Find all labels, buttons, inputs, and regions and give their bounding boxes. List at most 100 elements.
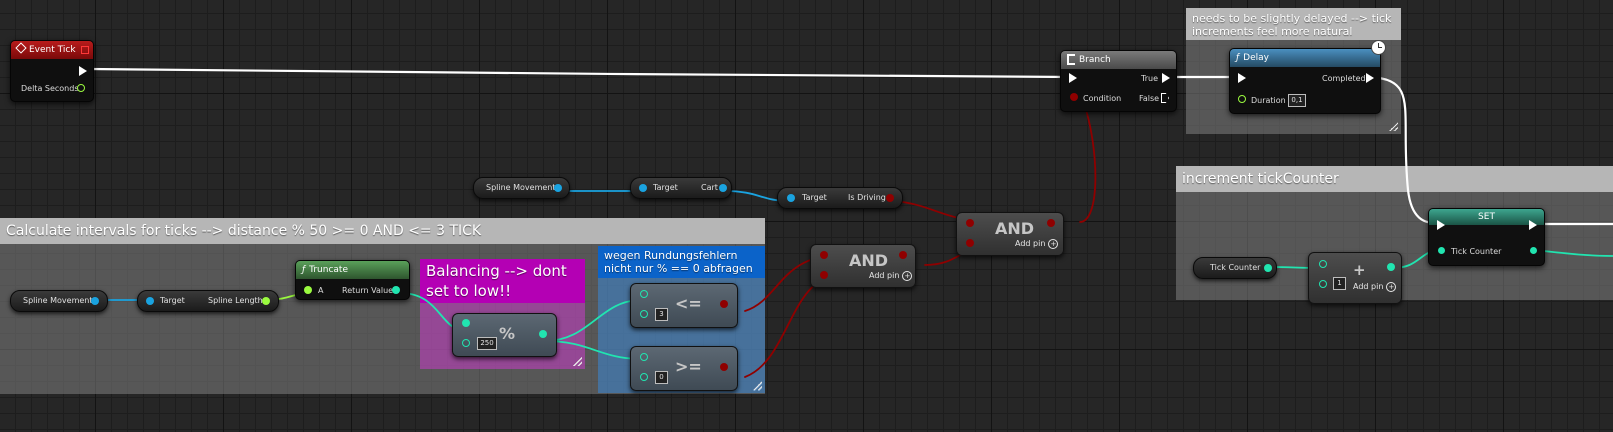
- resize-grip-icon[interactable]: [1389, 122, 1398, 131]
- bool-wire: [1079, 99, 1097, 223]
- false-exec-pin[interactable]: [1161, 93, 1169, 103]
- modulo-node[interactable]: 250 %: [452, 313, 557, 357]
- node-title: SET: [1478, 212, 1495, 222]
- variable-label: Spline Movement: [23, 296, 93, 305]
- and-node[interactable]: AND Add pin+: [810, 244, 916, 288]
- completed-exec-pin[interactable]: [1366, 73, 1374, 83]
- b-value-field[interactable]: 1: [1333, 277, 1346, 290]
- node-title: Truncate: [309, 265, 348, 275]
- b-value-field[interactable]: 250: [477, 337, 497, 350]
- b-pin[interactable]: [966, 239, 974, 247]
- return-value-pin[interactable]: [392, 286, 400, 294]
- event-tick-node[interactable]: Event Tick Delta Seconds: [10, 40, 94, 102]
- b-value-field[interactable]: 0: [655, 371, 668, 384]
- add-pin-label: Add pin: [1015, 239, 1046, 248]
- comment-title: needs to be slightly delayed --> tick in…: [1186, 8, 1401, 40]
- true-exec-pin[interactable]: [1162, 73, 1170, 83]
- target-label: Target: [802, 193, 827, 202]
- exec-in-pin[interactable]: [1238, 73, 1246, 83]
- op-symbol: <=: [675, 294, 702, 313]
- and-node[interactable]: AND Add pin+: [956, 212, 1064, 256]
- target-pin[interactable]: [639, 184, 647, 192]
- b-pin[interactable]: [640, 373, 648, 381]
- a-pin[interactable]: [640, 290, 648, 298]
- node-header: SET: [1429, 209, 1544, 225]
- tick-counter-variable[interactable]: Tick Counter: [1193, 257, 1277, 279]
- add-node[interactable]: 1 + Add pin+: [1308, 252, 1402, 304]
- b-value-field[interactable]: 3: [655, 308, 668, 321]
- plus-circle-icon: +: [1386, 282, 1397, 292]
- is-driving-node[interactable]: Target Is Driving: [777, 187, 903, 209]
- false-label: False: [1139, 94, 1160, 103]
- cart-label: Cart: [701, 183, 718, 192]
- result-out-pin[interactable]: [899, 251, 907, 259]
- op-symbol: %: [499, 324, 516, 343]
- target-pin[interactable]: [787, 194, 795, 202]
- node-title: Branch: [1079, 55, 1111, 65]
- result-out-pin[interactable]: [720, 363, 728, 371]
- exec-out-pin[interactable]: [1529, 220, 1537, 230]
- get-cart-node[interactable]: Target Cart: [630, 177, 732, 199]
- add-pin-button[interactable]: Add pin+: [869, 271, 913, 281]
- exec-in-pin[interactable]: [1437, 220, 1445, 230]
- a-pin[interactable]: [966, 219, 974, 227]
- target-label: Target: [653, 183, 678, 192]
- greater-equal-node[interactable]: 0 >=: [630, 346, 738, 391]
- spline-movement-variable[interactable]: Spline Movement: [10, 290, 108, 312]
- spline-length-label: Spline Length: [208, 296, 263, 305]
- branch-node[interactable]: Branch True Condition False: [1060, 50, 1177, 112]
- condition-pin[interactable]: [1070, 93, 1078, 101]
- a-pin[interactable]: [304, 286, 312, 294]
- function-icon: ƒ: [302, 265, 306, 275]
- spline-movement-variable[interactable]: Spline Movement: [473, 177, 570, 199]
- add-pin-button[interactable]: Add pin+: [1015, 239, 1059, 249]
- delta-seconds-pin[interactable]: [77, 84, 85, 92]
- spline-movement-out-pin[interactable]: [91, 297, 99, 305]
- less-equal-node[interactable]: 3 <=: [630, 283, 738, 328]
- is-driving-out-pin[interactable]: [886, 194, 894, 202]
- add-pin-label: Add pin: [869, 271, 900, 280]
- a-pin[interactable]: [462, 319, 470, 327]
- b-pin[interactable]: [640, 310, 648, 318]
- exec-out-pin[interactable]: [79, 66, 87, 76]
- comment-title: Calculate intervals for ticks --> distan…: [0, 218, 765, 244]
- add-pin-button[interactable]: Add pin+: [1353, 282, 1397, 292]
- a-pin[interactable]: [1319, 260, 1327, 268]
- plus-circle-icon: +: [902, 271, 913, 281]
- node-title: Delay: [1243, 53, 1269, 63]
- result-out-pin[interactable]: [1387, 263, 1395, 271]
- op-symbol: +: [1353, 261, 1366, 279]
- tick-counter-in-pin[interactable]: [1438, 247, 1445, 254]
- branch-icon: [1067, 54, 1075, 65]
- result-out-pin[interactable]: [539, 330, 547, 338]
- b-pin[interactable]: [1319, 280, 1327, 288]
- cart-out-pin[interactable]: [719, 184, 727, 192]
- op-title: AND: [995, 219, 1035, 238]
- tick-counter-out-pin[interactable]: [1264, 264, 1272, 272]
- resize-grip-icon[interactable]: [753, 381, 762, 390]
- tick-counter-out-pin[interactable]: [1530, 247, 1537, 254]
- result-out-pin[interactable]: [1047, 219, 1055, 227]
- a-label: A: [318, 286, 324, 295]
- a-pin[interactable]: [820, 251, 828, 259]
- a-pin[interactable]: [640, 353, 648, 361]
- resize-grip-icon[interactable]: [573, 357, 582, 366]
- b-pin[interactable]: [820, 271, 828, 279]
- result-out-pin[interactable]: [720, 300, 728, 308]
- completed-label: Completed: [1322, 74, 1366, 83]
- duration-pin[interactable]: [1238, 95, 1246, 103]
- target-pin[interactable]: [146, 297, 154, 305]
- duration-label: Duration: [1251, 96, 1286, 105]
- duration-field[interactable]: 0,1: [1288, 94, 1306, 107]
- spline-movement-out-pin[interactable]: [554, 184, 562, 192]
- delegate-icon[interactable]: [81, 46, 89, 54]
- spline-length-out-pin[interactable]: [262, 297, 270, 305]
- set-node[interactable]: SET Tick Counter: [1428, 208, 1545, 266]
- exec-in-pin[interactable]: [1069, 73, 1077, 83]
- b-pin[interactable]: [462, 339, 470, 347]
- get-spline-length-node[interactable]: Target Spline Length: [137, 290, 279, 312]
- op-symbol: >=: [675, 357, 702, 376]
